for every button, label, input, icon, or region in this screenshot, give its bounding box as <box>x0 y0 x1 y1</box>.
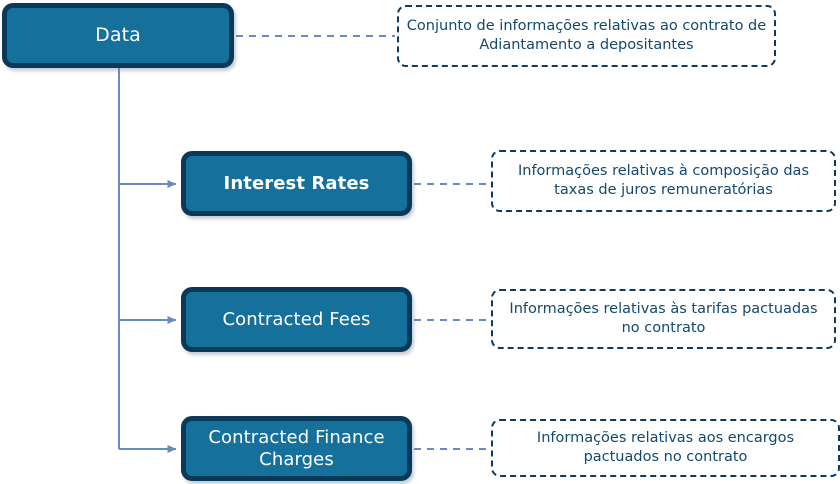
annotation-text: Informações relativas às tarifas pactuad… <box>509 301 818 336</box>
node-label: Contracted Fees <box>222 308 371 330</box>
node-label: Contracted Finance Charges <box>208 427 385 470</box>
node-interest-rates[interactable]: Interest Rates <box>181 151 412 216</box>
annotation-text: Informações relativas à composição das t… <box>517 163 809 198</box>
annotation-interest-rates: Informações relativas à composição das t… <box>491 150 836 212</box>
annotation-text: Conjunto de informações relativas ao con… <box>406 18 767 53</box>
node-data-root[interactable]: Data <box>2 3 234 68</box>
annotation-data-root: Conjunto de informações relativas ao con… <box>397 5 776 67</box>
node-contracted-fees[interactable]: Contracted Fees <box>181 287 412 352</box>
node-label: Interest Rates <box>223 172 370 194</box>
annotation-text: Informações relativas aos encargos pactu… <box>536 430 795 465</box>
annotation-contracted-finance-charges: Informações relativas aos encargos pactu… <box>491 419 840 477</box>
annotation-contracted-fees: Informações relativas às tarifas pactuad… <box>491 289 836 349</box>
node-contracted-finance-charges[interactable]: Contracted Finance Charges <box>181 416 412 481</box>
node-label: Data <box>95 24 141 47</box>
